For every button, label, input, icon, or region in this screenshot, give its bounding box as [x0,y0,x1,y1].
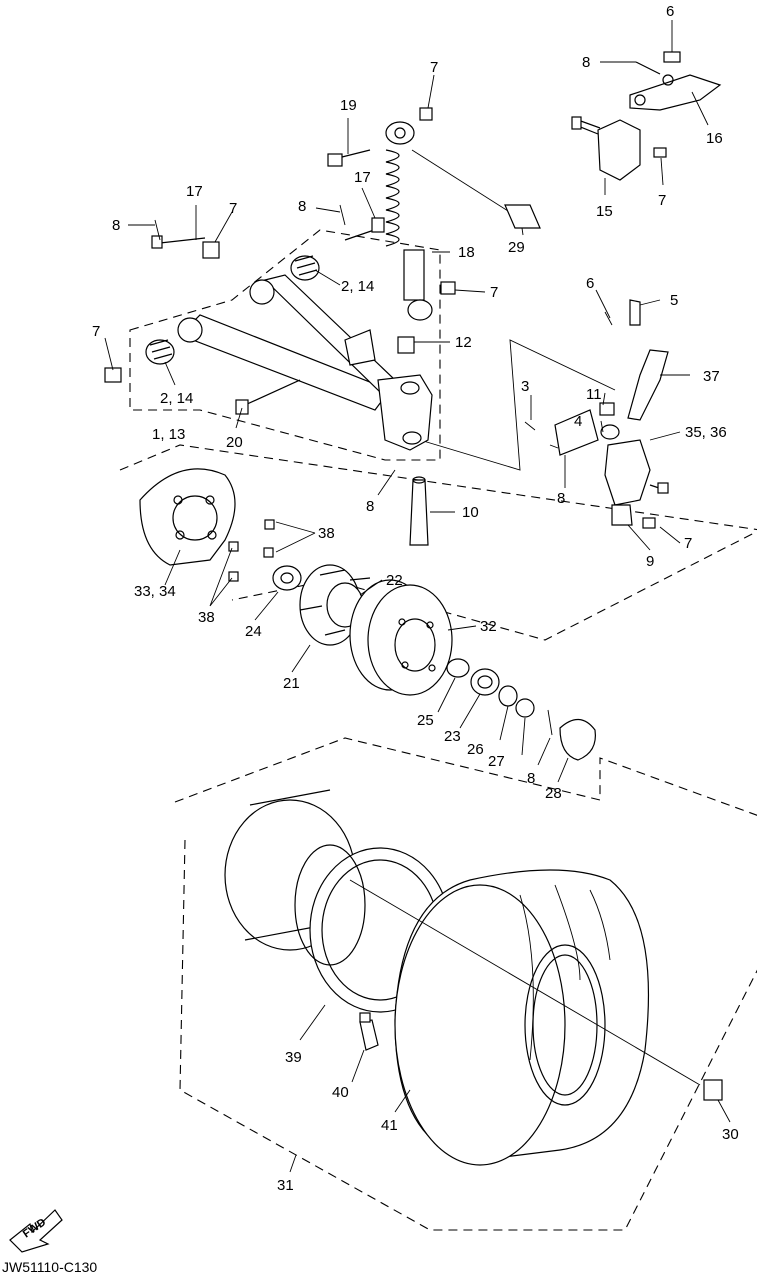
callout-label: 7 [684,535,692,552]
arm-bracket-line [419,339,616,471]
callout-label: 7 [490,284,498,301]
callout-label: 7 [430,59,438,76]
callout-label: 3 [521,378,529,395]
callout-labels: 6 8 16 15 7 7 19 17 17 8 8 7 18 29 7 2, … [92,3,739,1194]
callout-label: 38 [318,525,335,542]
shock-absorber [327,107,541,321]
callout-label: 35, 36 [685,424,727,441]
callout-label: 39 [285,1049,302,1066]
callout-label: 7 [229,200,237,217]
callout-label: 32 [480,618,497,635]
callout-label: 27 [488,753,505,770]
front-bushing [145,339,175,365]
callout-label: 24 [245,623,262,640]
callout-label: 4 [574,413,582,430]
callout-label: 30 [722,1126,739,1143]
brake-backing-plate [139,468,275,582]
callout-label: 8 [298,198,306,215]
callout-label: 18 [458,244,475,261]
callout-label: 28 [545,785,562,802]
wheel-rim [224,789,451,1013]
callout-label: 38 [198,609,215,626]
callout-label: 16 [706,130,723,147]
leader-lines [104,20,731,1173]
callout-label: 12 [455,334,472,351]
callout-label: 22 [386,572,403,589]
fwd-arrow-icon: FWD [9,1209,63,1253]
arm-group-boundary [129,229,441,461]
callout-label: 37 [703,368,720,385]
callout-label: 31 [277,1177,294,1194]
callout-label: 26 [467,741,484,758]
callout-label: 17 [354,169,371,186]
callout-label: 21 [283,675,300,692]
knuckle-body [604,439,651,506]
callout-label: 25 [417,712,434,729]
upper-knuckle-assembly [571,51,722,181]
callout-label: 8 [366,498,374,515]
callout-label: 23 [444,728,461,745]
a-arm [104,204,433,451]
callout-label: 9 [646,553,654,570]
valve-stem [359,1012,379,1051]
callout-label: 41 [381,1117,398,1134]
knuckle-arm [627,349,669,421]
callout-label: 10 [462,504,479,521]
tie-rod-arm [629,74,722,111]
callout-label: 6 [666,3,674,20]
wheel-group-boundary [174,737,757,1231]
callout-label: 11 [586,386,602,403]
callout-label: 1, 13 [152,426,185,443]
callout-label: 19 [340,97,357,114]
diagram-code: JW51110-C130 [2,1259,97,1275]
callout-label: 2, 14 [160,390,193,407]
shock-body [403,249,425,301]
bearings-and-cap [446,658,596,761]
callout-label: 17 [186,183,203,200]
callout-label: 29 [508,239,525,256]
callout-label: 40 [332,1084,349,1101]
callout-label: 5 [670,292,678,309]
callout-label: 15 [596,203,613,220]
brake-drum [349,579,453,696]
callout-label: 33, 34 [134,583,176,600]
a-arm-yoke [377,374,433,451]
steering-knuckle [524,299,669,529]
callout-label: 7 [658,192,666,209]
callout-label: 2, 14 [341,278,374,295]
callout-label: 8 [112,217,120,234]
callout-label: 8 [557,490,565,507]
upper-spindle [597,119,641,181]
callout-label: 7 [92,323,100,340]
callout-label: 8 [527,770,535,787]
hub-cap [559,718,596,761]
tire [349,869,723,1166]
kingpin [409,476,429,546]
callout-label: 20 [226,434,243,451]
shock-spring [385,149,400,247]
callout-label: 6 [586,275,594,292]
callout-label: 8 [582,54,590,71]
rear-bushing [290,255,320,281]
